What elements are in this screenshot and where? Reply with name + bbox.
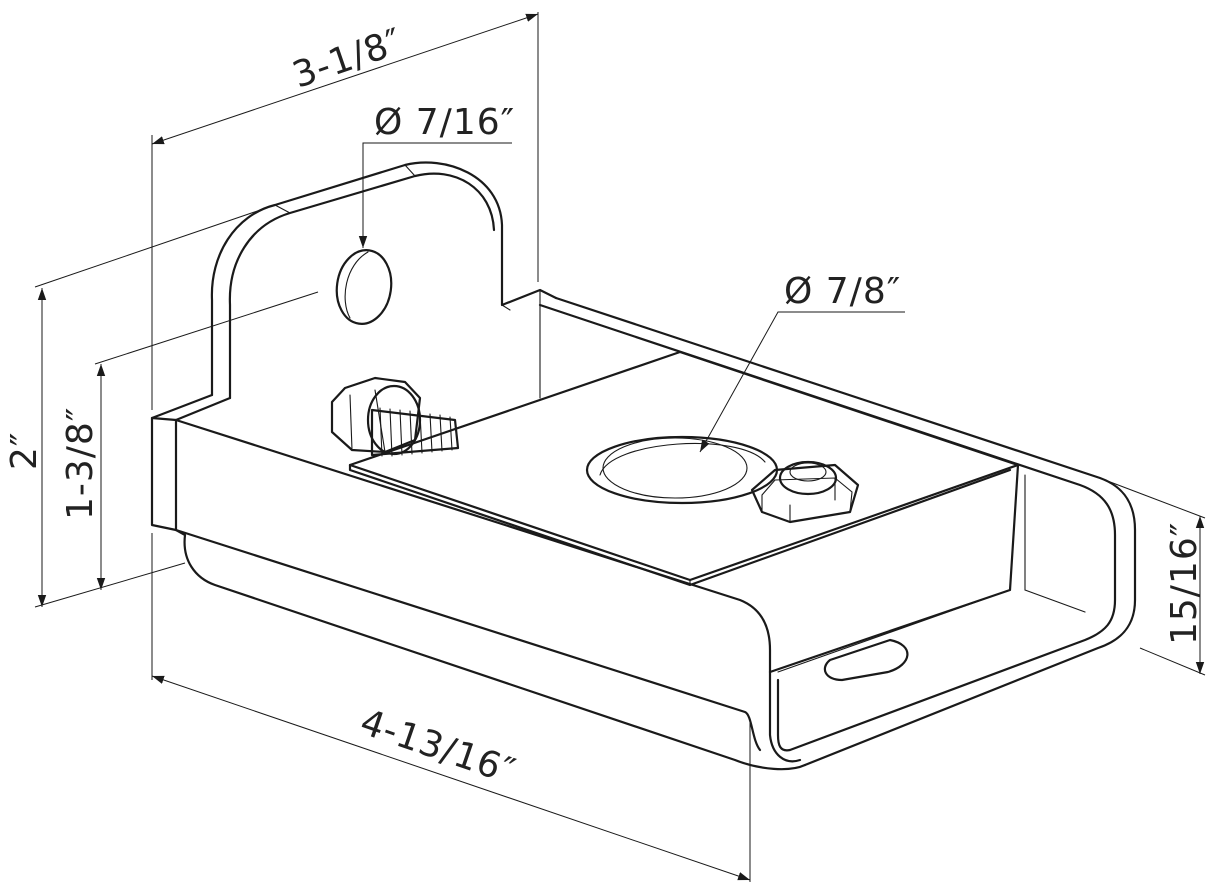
vertical-plate-outline xyxy=(210,161,558,397)
label-large-hole: Ø 7/8″ xyxy=(784,271,901,312)
u-channel-inside-line xyxy=(777,474,1086,673)
leader-small-hole xyxy=(358,142,512,248)
inner-block-front xyxy=(348,463,1012,587)
inner-block-top xyxy=(348,350,1020,582)
tray-front-left xyxy=(150,416,178,532)
threaded-bolt xyxy=(370,407,460,457)
plate-top-edge xyxy=(274,164,541,399)
u-channel-inner xyxy=(538,303,1117,752)
leader-large-hole xyxy=(699,311,905,453)
dimension-lines xyxy=(34,12,1206,882)
ext-inner-top xyxy=(94,291,319,365)
small-hole xyxy=(335,249,393,325)
ext-height-top xyxy=(34,204,276,288)
tray-long-front-bottom xyxy=(174,528,807,771)
large-hole-inner xyxy=(599,442,766,476)
tray-front-outer xyxy=(174,528,762,752)
ext-right-bottom xyxy=(1139,647,1206,676)
label-depth-right: 15/16″ xyxy=(1164,522,1205,645)
label-small-hole: Ø 7/16″ xyxy=(374,102,515,143)
dim-width-top xyxy=(151,13,539,145)
inner-block-right xyxy=(768,463,1020,674)
label-height-inner: 1-3/8″ xyxy=(60,407,101,520)
u-channel-outer xyxy=(554,296,1137,767)
hex-nut-left xyxy=(330,376,422,456)
bottom-slot xyxy=(823,638,909,682)
tray-long-front xyxy=(174,418,802,763)
hex-nut-right xyxy=(750,460,860,524)
bracket-body xyxy=(150,161,1137,771)
label-width-bottom: 4-13/16″ xyxy=(355,702,521,793)
label-height-total: 2″ xyxy=(4,432,45,470)
large-hole xyxy=(585,435,779,505)
large-hole-recess xyxy=(602,437,748,499)
ext-right-top xyxy=(1104,479,1206,519)
dim-width-bottom xyxy=(151,675,751,881)
small-hole-inner xyxy=(344,251,369,319)
label-width-top: 3-1/8″ xyxy=(288,21,408,97)
tray-top-edge xyxy=(150,393,232,422)
ext-height-bottom xyxy=(34,562,186,608)
